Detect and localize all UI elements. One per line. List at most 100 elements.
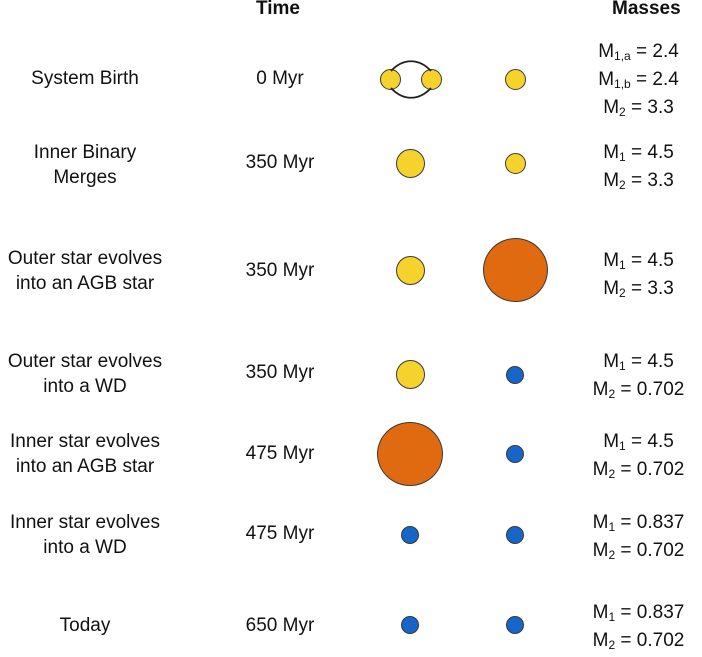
mass-subscript: 1,a	[614, 49, 631, 63]
mass-value: = 0.837	[615, 602, 685, 623]
mass-symbol: M	[592, 512, 609, 533]
stage-label-line2: into a WD	[43, 537, 127, 558]
mass-subscript: 2	[619, 286, 626, 300]
mass-subscript: 2	[608, 638, 616, 652]
stage-label: Inner Binary Merges	[0, 140, 170, 190]
stage-label-line2: into a WD	[43, 376, 127, 397]
stage-label-line1: Outer star evolves	[7, 248, 163, 269]
mass-value: = 2.4	[630, 69, 679, 90]
mass-line: M1 = 4.5	[575, 249, 702, 277]
mass-symbol: M	[598, 69, 615, 90]
outer-star	[506, 366, 524, 384]
mass-subscript: 1	[619, 439, 626, 453]
mass-value: = 4.5	[625, 351, 674, 372]
stage-label: Inner star evolves into a WD	[0, 510, 170, 560]
mass-line: M2 = 0.702	[575, 378, 702, 406]
stage-label-line1: Today	[59, 615, 111, 636]
stage-label-line2: Merges	[53, 167, 117, 188]
stage-label: Today	[0, 613, 170, 638]
mass-line: M1 = 4.5	[575, 430, 702, 458]
inner-star	[396, 256, 425, 285]
mass-line: M1,b = 2.4	[575, 68, 702, 96]
inner-star-a	[380, 69, 401, 90]
mass-symbol: M	[603, 142, 620, 163]
orbit-arc-bottom	[390, 87, 432, 99]
stage-label-line2: into an AGB star	[15, 456, 155, 477]
outer-star	[505, 69, 526, 90]
inner-star	[396, 360, 425, 389]
stage-label-line2: into an AGB star	[15, 273, 155, 294]
mass-symbol: M	[603, 278, 620, 299]
stage-label: System Birth	[0, 66, 170, 91]
mass-subscript: 1	[619, 258, 626, 272]
mass-line: M2 = 0.702	[575, 458, 702, 486]
orbit-arc-top	[390, 60, 432, 72]
inner-star	[396, 149, 425, 178]
mass-symbol: M	[592, 602, 609, 623]
mass-line: M2 = 3.3	[575, 169, 702, 197]
mass-line: M1 = 0.837	[575, 511, 702, 539]
mass-line: M1 = 4.5	[575, 141, 702, 169]
mass-line: M2 = 3.3	[575, 96, 702, 124]
mass-symbol: M	[603, 351, 620, 372]
mass-value: = 4.5	[625, 142, 674, 163]
inner-star	[401, 616, 419, 634]
mass-value: = 0.702	[615, 459, 685, 480]
mass-subscript: 2	[608, 548, 616, 562]
stage-label-line1: Inner star evolves	[10, 431, 160, 452]
mass-line: M2 = 3.3	[575, 277, 702, 305]
mass-symbol: M	[598, 41, 615, 62]
mass-subscript: 2	[608, 467, 616, 481]
stage-label: Inner star evolves into an AGB star	[0, 429, 170, 479]
inner-star	[377, 422, 443, 486]
mass-subscript: 1	[619, 150, 626, 164]
mass-line: M1 = 4.5	[575, 350, 702, 378]
time-label: 350 Myr	[245, 362, 315, 383]
time-label: 475 Myr	[245, 443, 315, 464]
outer-star	[506, 445, 524, 463]
masses-header: Masses	[612, 0, 681, 19]
stage-label-line1: Outer star evolves	[7, 351, 163, 372]
time-label: 350 Myr	[245, 260, 315, 281]
outer-star	[483, 238, 548, 302]
mass-value: = 3.3	[625, 170, 674, 191]
mass-symbol: M	[592, 459, 609, 480]
mass-symbol: M	[603, 431, 620, 452]
mass-symbol: M	[603, 97, 620, 118]
mass-value: = 4.5	[625, 250, 674, 271]
outer-star	[505, 153, 526, 174]
mass-subscript: 2	[608, 387, 616, 401]
time-header: Time	[256, 0, 301, 19]
mass-subscript: 2	[619, 105, 626, 119]
mass-subscript: 1	[608, 520, 616, 534]
mass-line: M1 = 0.837	[575, 601, 702, 629]
mass-value: = 3.3	[625, 278, 674, 299]
stage-label-line1: System Birth	[31, 68, 139, 89]
time-label: 475 Myr	[245, 523, 315, 544]
mass-value: = 2.4	[630, 41, 679, 62]
mass-value: = 0.702	[615, 540, 685, 561]
mass-value: = 4.5	[625, 431, 674, 452]
mass-symbol: M	[592, 630, 609, 651]
mass-line: M2 = 0.702	[575, 629, 702, 657]
mass-subscript: 1	[608, 610, 616, 624]
stage-label: Outer star evolves into an AGB star	[0, 246, 170, 296]
stage-label-line1: Inner star evolves	[10, 512, 160, 533]
mass-value: = 0.702	[615, 379, 685, 400]
time-label: 650 Myr	[245, 615, 315, 636]
mass-value: = 0.702	[615, 630, 685, 651]
mass-line: M1,a = 2.4	[575, 40, 702, 68]
mass-symbol: M	[603, 170, 620, 191]
mass-subscript: 1,b	[614, 77, 631, 91]
inner-star	[401, 526, 419, 544]
mass-subscript: 2	[619, 178, 626, 192]
mass-value: = 0.837	[615, 512, 685, 533]
stage-label: Outer star evolves into a WD	[0, 349, 170, 399]
mass-subscript: 1	[619, 359, 626, 373]
mass-line: M2 = 0.702	[575, 539, 702, 567]
